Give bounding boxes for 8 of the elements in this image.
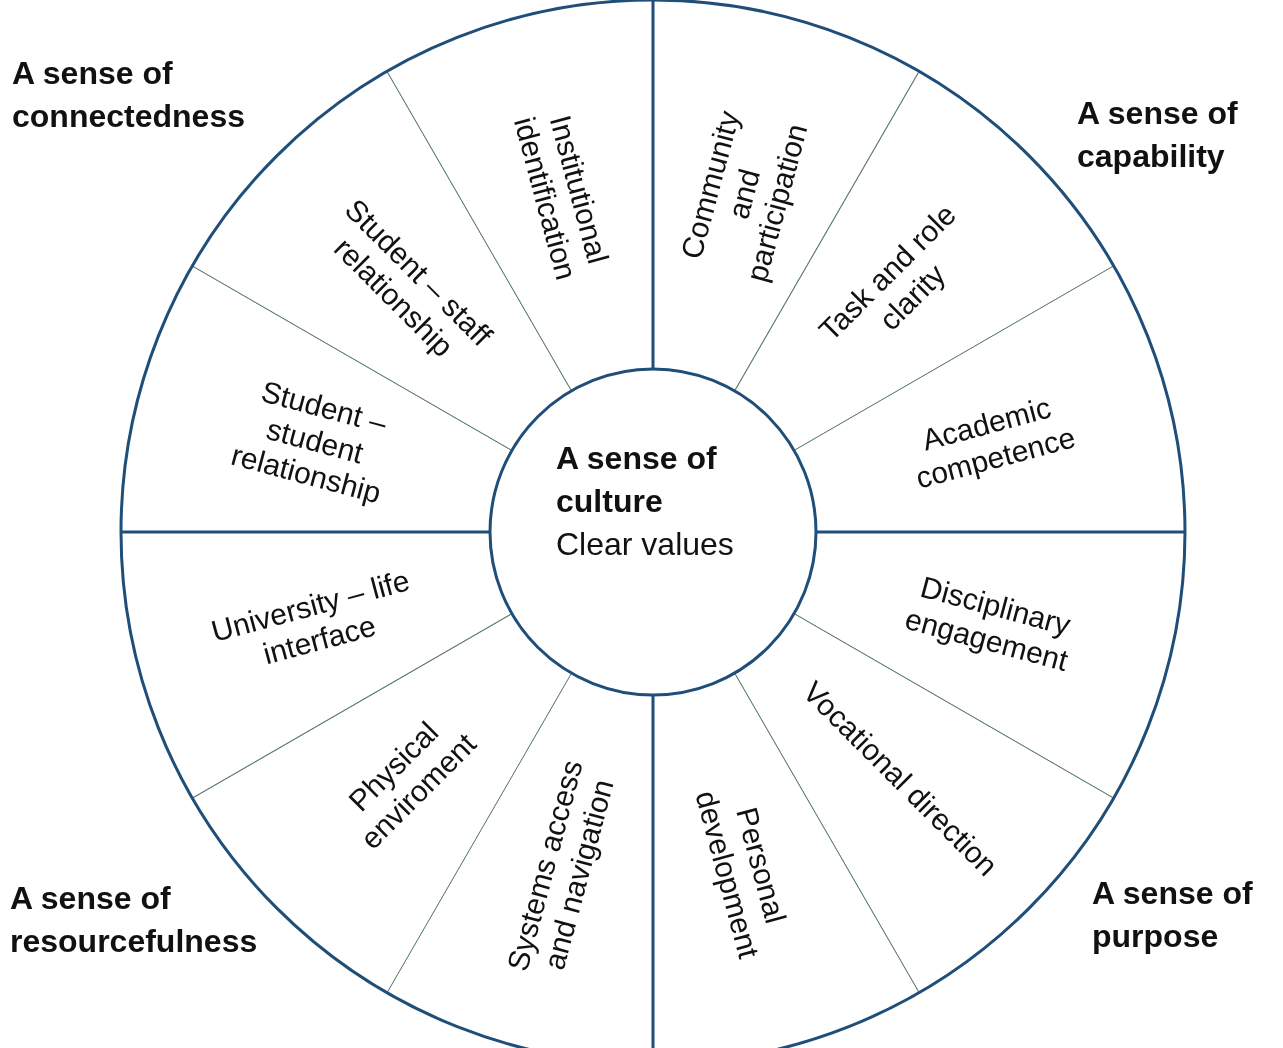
quadrant-heading: A sense of purpose (1092, 874, 1254, 957)
center-subtitle: Clear values (556, 525, 735, 565)
segment-label: University – life interface (206, 561, 414, 672)
center-heading: A sense of culture (556, 439, 718, 522)
quadrant-heading: A sense of resourcefulness (10, 879, 259, 962)
segment-label: Systems access and navigation (500, 755, 621, 977)
quadrant-heading: A sense of capability (1077, 94, 1239, 177)
quadrant-heading: A sense of connectedness (12, 54, 246, 137)
